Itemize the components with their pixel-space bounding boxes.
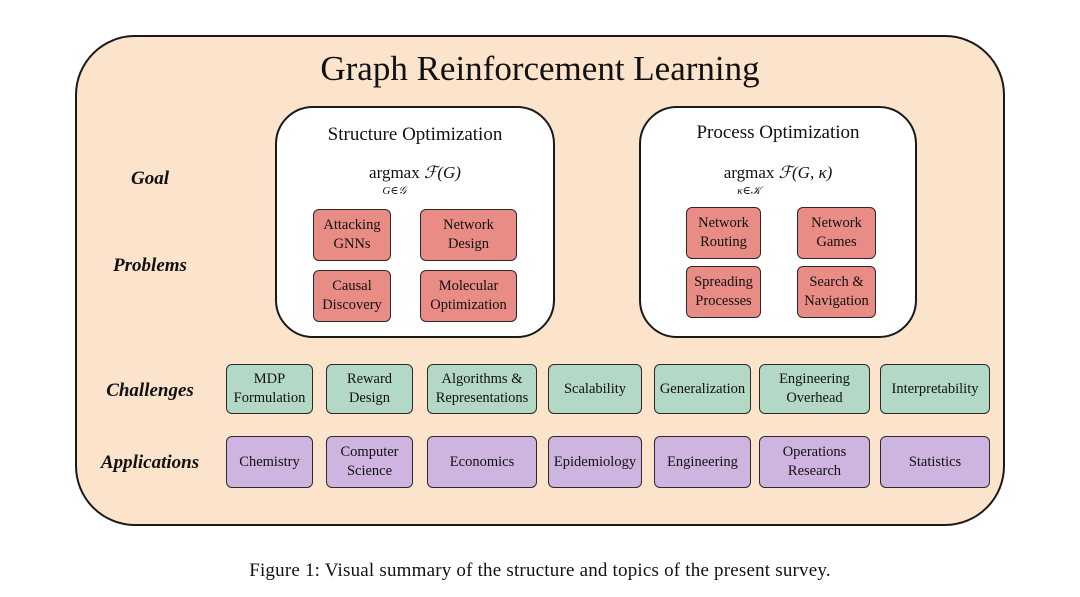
challenge-box: MDP Formulation <box>226 364 313 414</box>
application-box: Statistics <box>880 436 990 488</box>
problem-box: Causal Discovery <box>313 270 391 322</box>
process-formula: argmax κ∈𝒦 ℱ(G, κ) <box>641 163 915 197</box>
row-label-challenges: Challenges <box>106 380 194 401</box>
application-box: Chemistry <box>226 436 313 488</box>
problem-box: Network Games <box>797 207 876 259</box>
row-label-applications: Applications <box>100 452 200 473</box>
problem-box: Network Design <box>420 209 517 261</box>
row-label-problems: Problems <box>113 255 187 276</box>
application-box: Operations Research <box>759 436 870 488</box>
application-box: Epidemiology <box>548 436 642 488</box>
challenge-box: Reward Design <box>326 364 413 414</box>
row-label-goal: Goal <box>131 168 169 189</box>
application-box: Economics <box>427 436 537 488</box>
formula-expression: ℱ(G) <box>423 163 461 182</box>
formula-operator: argmax <box>723 163 775 182</box>
challenge-box: Generalization <box>654 364 751 414</box>
challenge-box: Interpretability <box>880 364 990 414</box>
panel-title: Structure Optimization <box>327 124 503 145</box>
application-box: Computer Science <box>326 436 413 488</box>
problem-box: Network Routing <box>686 207 761 259</box>
diagram-title: Graph Reinforcement Learning <box>320 49 760 88</box>
formula-operator: argmax <box>369 163 420 182</box>
problem-box: Attacking GNNs <box>313 209 391 261</box>
challenge-box: Scalability <box>548 364 642 414</box>
figure-caption: Figure 1: Visual summary of the structur… <box>249 560 831 581</box>
formula-subscript: G∈𝒢 <box>382 185 407 197</box>
formula-expression: ℱ(G, κ) <box>778 163 833 182</box>
problem-box: Molecular Optimization <box>420 270 517 322</box>
panel-title: Process Optimization <box>696 122 860 143</box>
formula-subscript: κ∈𝒦 <box>737 185 761 197</box>
problem-box: Search & Navigation <box>797 266 876 318</box>
challenge-box: Algorithms & Representations <box>427 364 537 414</box>
challenge-box: Engineering Overhead <box>759 364 870 414</box>
application-box: Engineering <box>654 436 751 488</box>
problem-box: Spreading Processes <box>686 266 761 318</box>
